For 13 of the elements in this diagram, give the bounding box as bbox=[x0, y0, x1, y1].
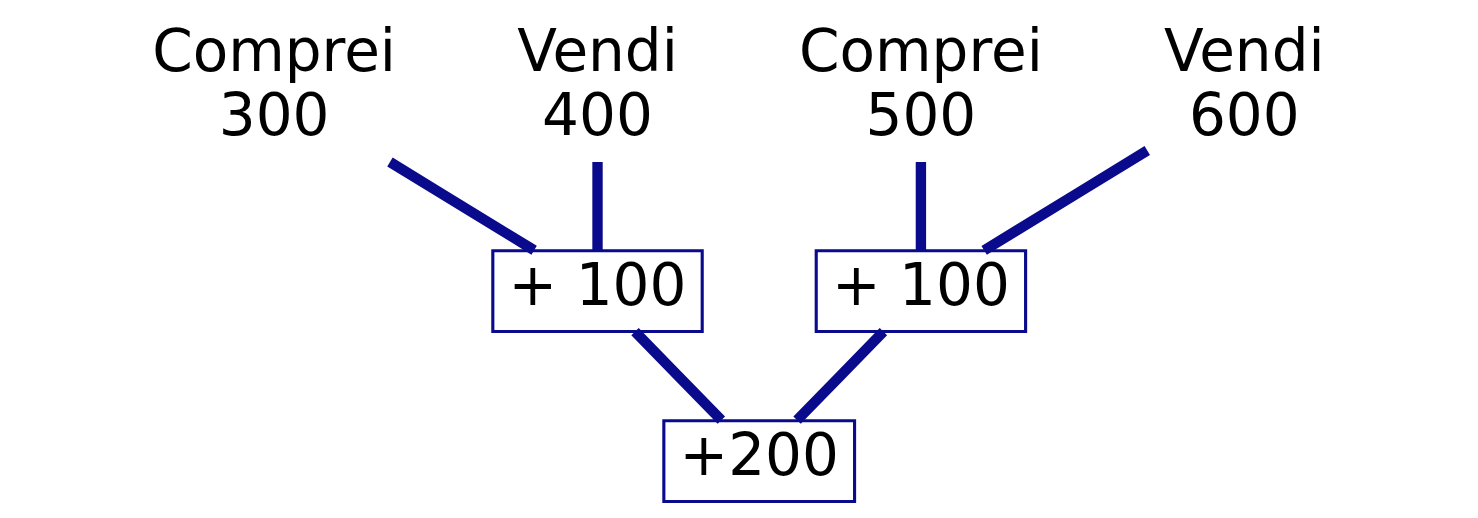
connector bbox=[631, 328, 726, 424]
node-text: Comprei 500 bbox=[799, 17, 1043, 150]
connector bbox=[793, 328, 888, 424]
connector bbox=[592, 162, 603, 251]
node-text: Vendi 600 bbox=[1163, 17, 1325, 150]
node-text: Comprei 300 bbox=[152, 17, 397, 150]
node-text: Vendi 400 bbox=[517, 17, 678, 150]
connector bbox=[915, 162, 927, 251]
connector bbox=[981, 146, 1150, 255]
connector bbox=[387, 157, 537, 255]
node-box: + 100 bbox=[814, 249, 1028, 334]
node-box: +200 bbox=[662, 419, 857, 504]
node-box: + 100 bbox=[491, 249, 704, 334]
